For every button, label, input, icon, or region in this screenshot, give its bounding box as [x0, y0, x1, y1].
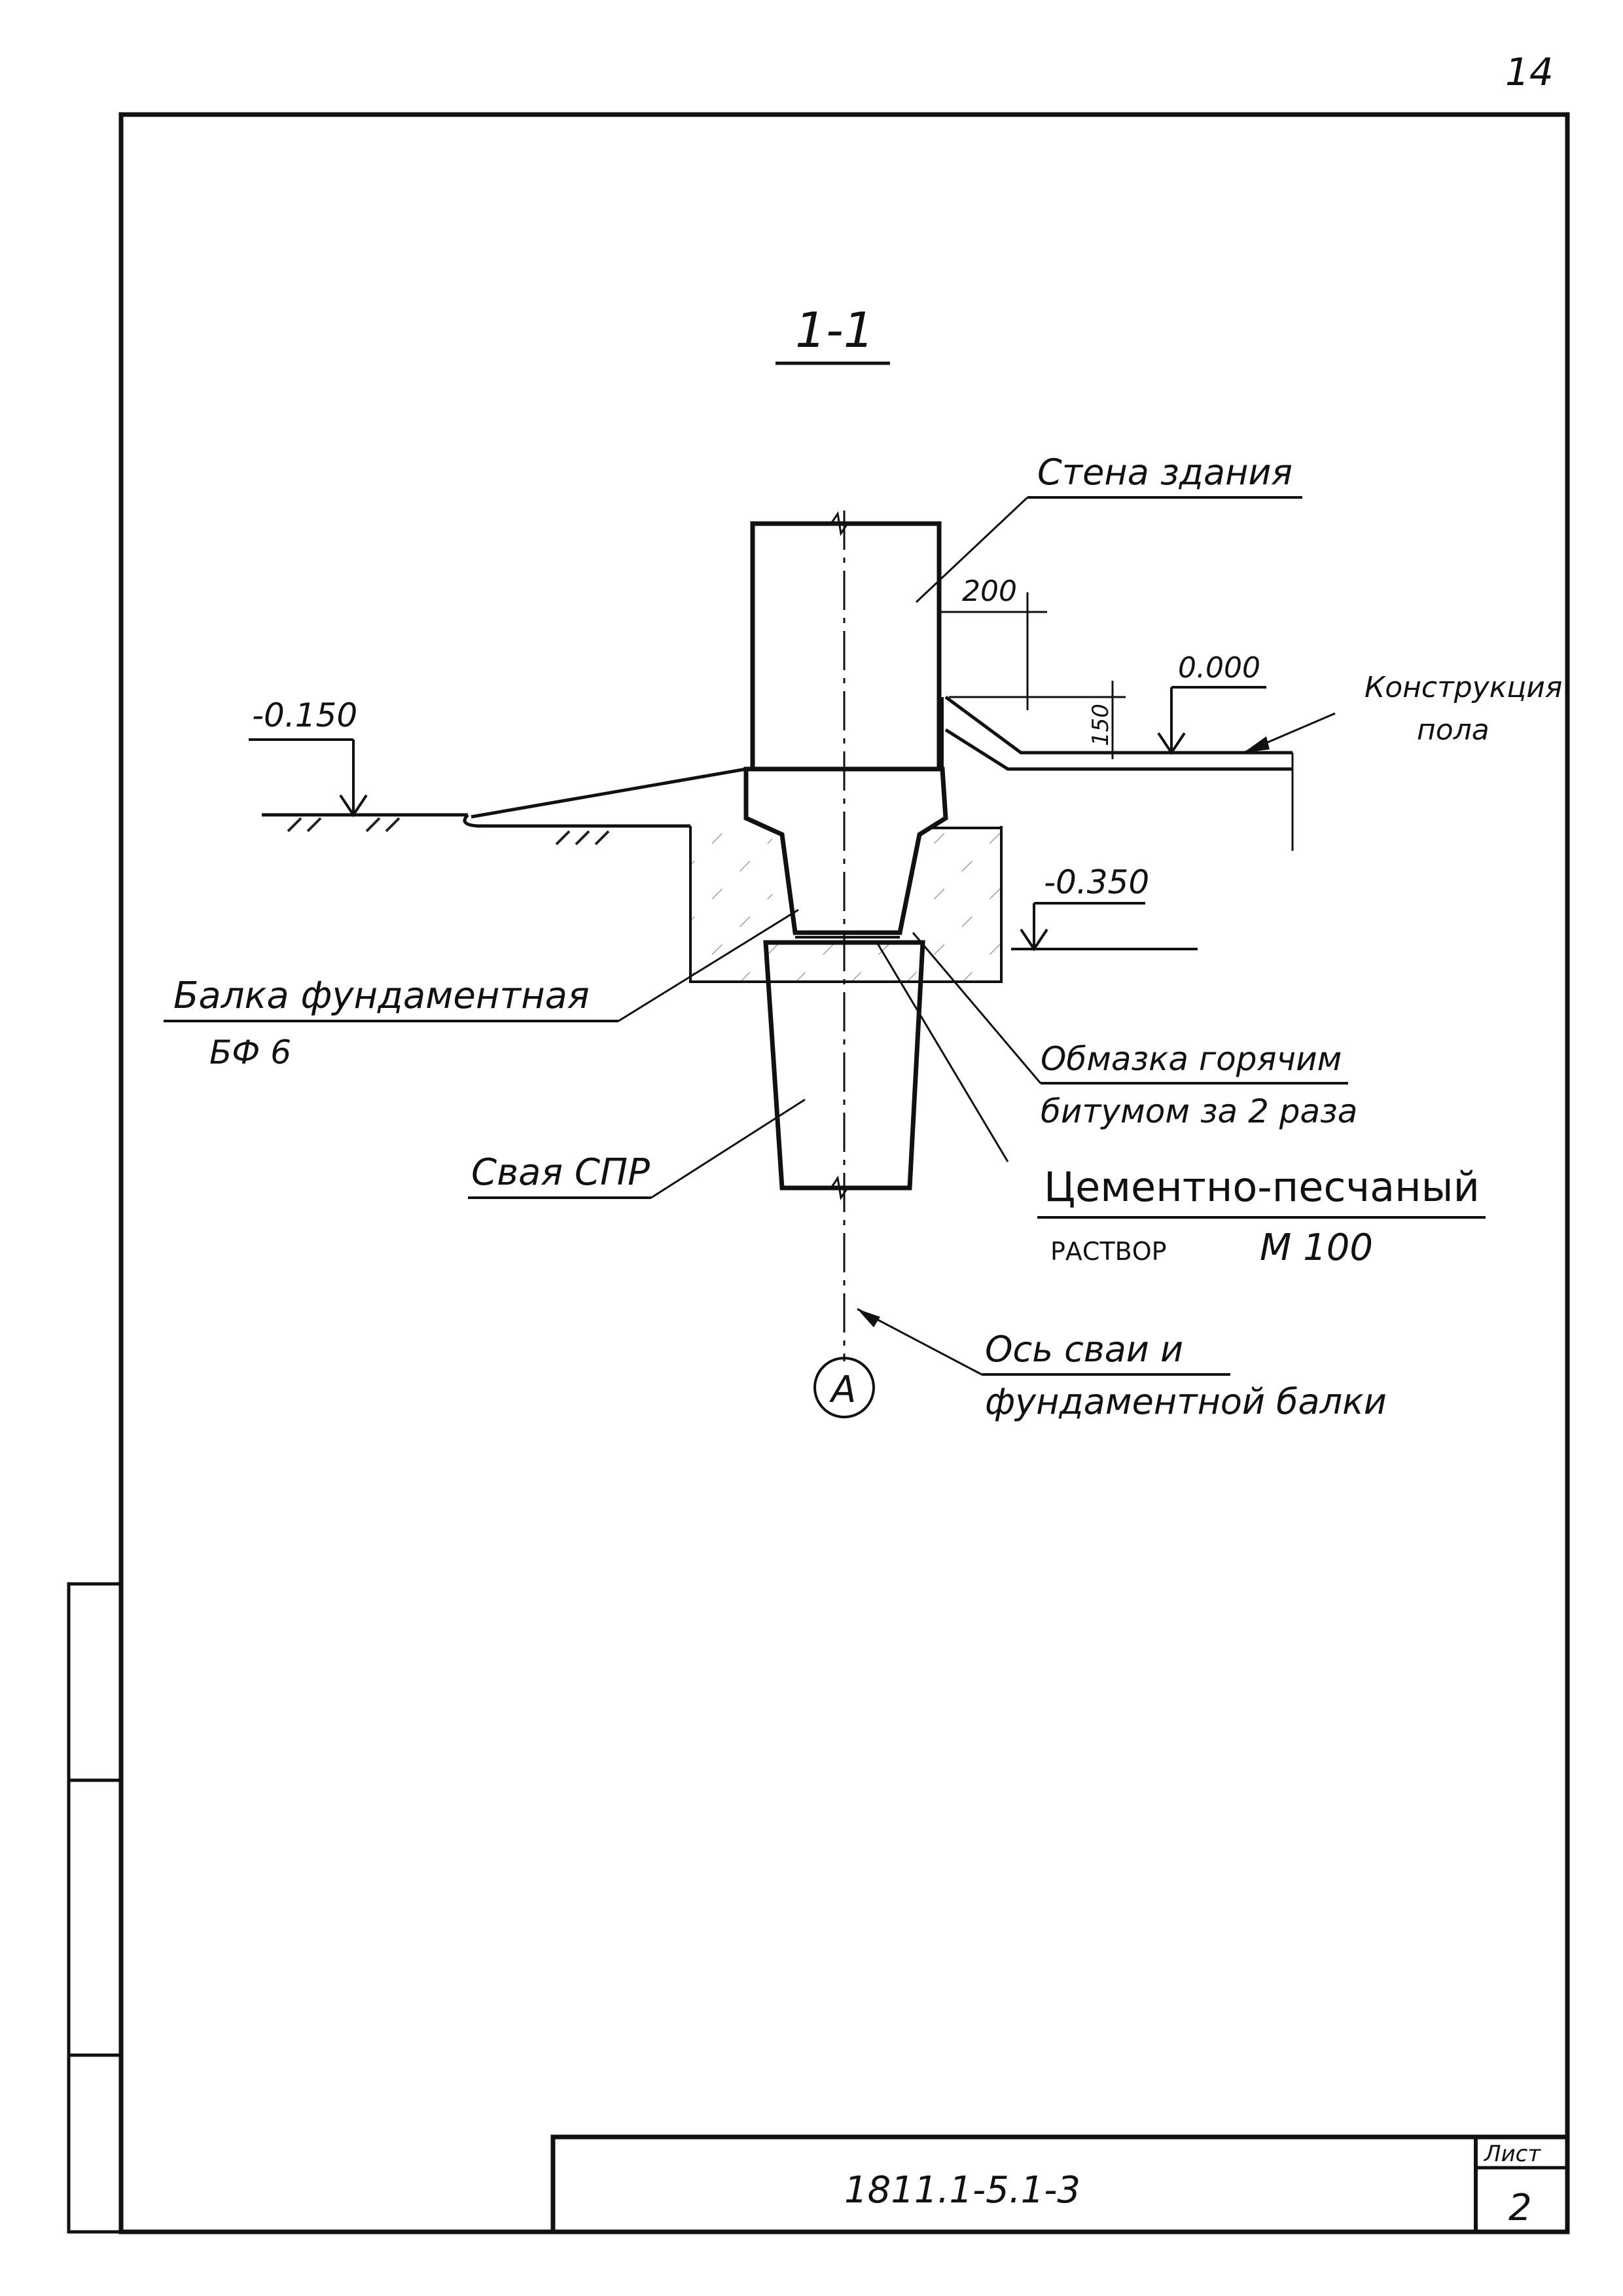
- sheet-label: Лист: [1483, 2141, 1541, 2167]
- floor-construction-label-1: Конструкция: [1364, 671, 1562, 704]
- axis-label-2: фундаментной балки: [985, 1381, 1387, 1422]
- sheet-number: 2: [1508, 2187, 1532, 2229]
- trench: [689, 826, 1003, 983]
- title-block: [550, 2134, 1570, 2234]
- pile: [763, 940, 925, 1191]
- wall-label: Стена здания: [1037, 452, 1293, 493]
- soil-marks-left: [287, 817, 610, 846]
- axis-marker-label: А: [829, 1369, 856, 1411]
- mortar-label-2: РАСТВОР: [1050, 1237, 1167, 1266]
- leader-wall: [915, 496, 1302, 603]
- floor-construction: [941, 695, 1294, 851]
- beam-label-2: БФ 6: [209, 1033, 291, 1071]
- leader-beam: [164, 908, 799, 1022]
- pile-label: Свая СПР: [471, 1151, 650, 1194]
- level-mark-zero: [1157, 686, 1266, 755]
- dimension-200-label: 200: [962, 575, 1017, 608]
- mortar-label-1: Цементно-песчаный: [1044, 1163, 1480, 1211]
- floor-construction-label-2: пола: [1417, 713, 1489, 747]
- document-code: 1811.1-5.1-3: [844, 2169, 1080, 2212]
- leader-coating: [912, 932, 1348, 1085]
- leader-mortar: [876, 942, 1486, 1219]
- foundation-beam: [743, 766, 948, 935]
- section-title: 1-1: [795, 302, 874, 359]
- level-bottom-label: -0.350: [1044, 863, 1149, 901]
- page-number: 14: [1505, 50, 1554, 94]
- leader-floor: [1243, 712, 1336, 754]
- level-mark-bottom: [1011, 902, 1198, 952]
- left-margin-strip: [67, 1582, 123, 2234]
- level-left-label: -0.150: [252, 696, 357, 734]
- ground-line-left: [262, 767, 747, 828]
- dimension-150-label: 150: [1088, 704, 1114, 746]
- dimension-150: [949, 681, 1126, 759]
- coating-label-2: битумом за 2 раза: [1041, 1092, 1357, 1130]
- level-zero-label: 0.000: [1178, 651, 1260, 685]
- axis-marker-circle: [813, 1357, 875, 1418]
- coating-label-1: Обмазка горячим: [1041, 1040, 1342, 1078]
- level-mark-left: [249, 738, 368, 817]
- leader-pile: [468, 1098, 806, 1199]
- dimension-200: [939, 592, 1047, 710]
- mortar-grade: М 100: [1260, 1227, 1373, 1269]
- leader-axis: [857, 1308, 1230, 1376]
- axis-label-1: Ось сваи и: [985, 1329, 1183, 1370]
- building-wall: [750, 521, 942, 772]
- beam-label-1: Балка фундаментная: [173, 975, 590, 1017]
